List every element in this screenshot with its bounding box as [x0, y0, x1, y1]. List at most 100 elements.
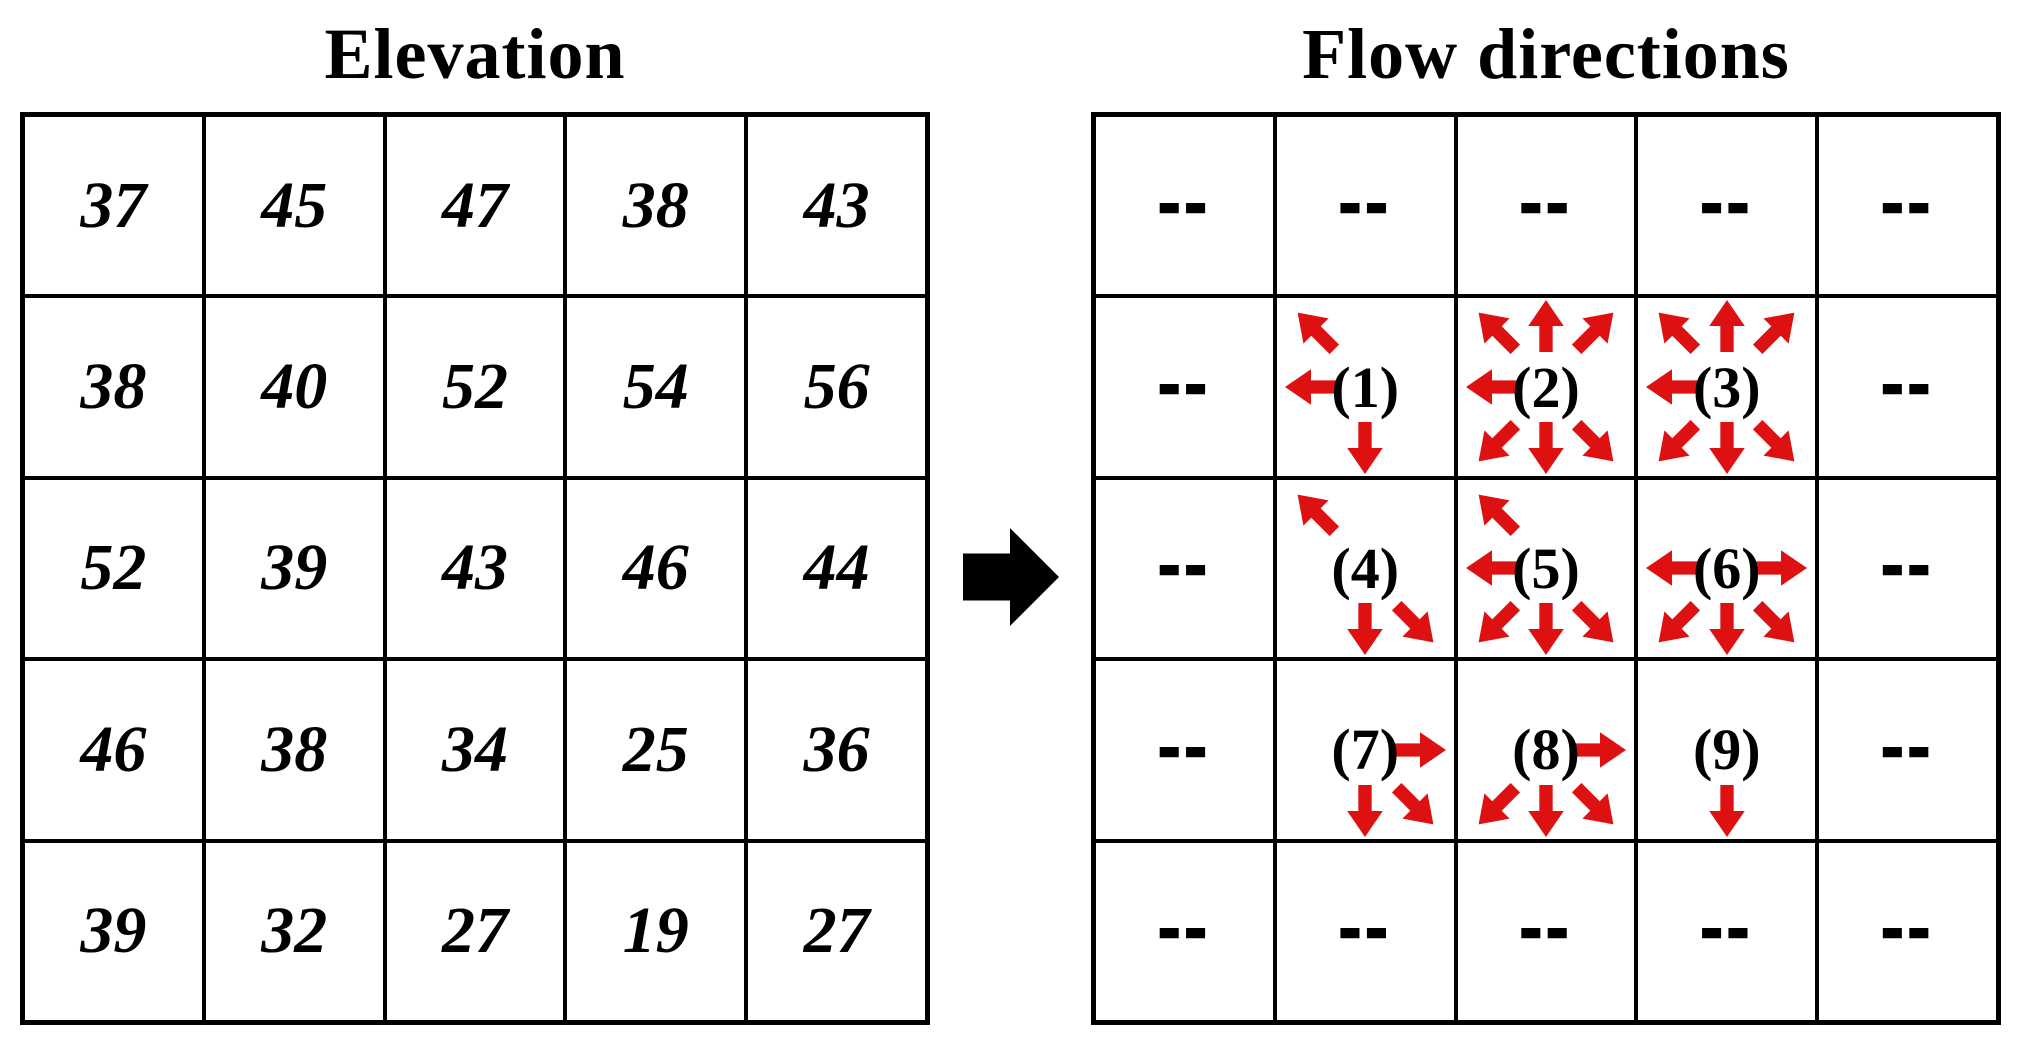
flow-cell-r4c1: -- [1096, 661, 1273, 839]
flow-cell-r2c3: (2) [1457, 298, 1635, 476]
elevation-value: 19 [622, 894, 689, 968]
flow-cell-r5c4: -- [1638, 842, 1816, 1020]
no-data-marker: -- [1699, 899, 1754, 963]
elevation-cell-r2c4: 54 [567, 298, 745, 476]
elevation-cell-r3c5: 44 [748, 479, 925, 658]
flow-cell-r1c1: -- [1096, 117, 1273, 295]
flow-cell-r3c2: (4) [1276, 479, 1454, 658]
flow-cell-r2c5: -- [1819, 298, 1996, 476]
flow-arrow-nw-icon [1283, 299, 1348, 364]
elevation-value: 56 [803, 350, 870, 424]
flow-cell-label: (9) [1692, 717, 1761, 783]
flow-arrow-sw-icon [1645, 592, 1710, 657]
elevation-cell-r4c5: 36 [748, 661, 925, 839]
elevation-value: 37 [80, 168, 147, 242]
elevation-cell-r4c4: 25 [567, 661, 745, 839]
flow-cell-label: (6) [1692, 535, 1761, 601]
flow-cell-r3c5: -- [1819, 479, 1996, 658]
flow-cell-r5c3: -- [1457, 842, 1635, 1020]
flow-arrow-s-icon [1345, 603, 1385, 656]
no-data-marker: -- [1880, 355, 1934, 419]
elevation-value: 43 [803, 168, 870, 242]
no-data-marker: -- [1518, 173, 1573, 237]
flow-cell-label: (7) [1331, 717, 1400, 783]
flow-arrow-se-icon [1382, 592, 1447, 657]
flow-arrow-s-icon [1707, 421, 1747, 474]
no-data-marker: -- [1157, 355, 1211, 419]
flow-arrow-se-icon [1563, 592, 1628, 657]
flow-arrow-se-icon [1382, 773, 1447, 838]
flow-cell-r3c4: (6) [1638, 479, 1816, 658]
flow-arrow-w-icon [1465, 548, 1518, 588]
elevation-value: 44 [803, 531, 870, 605]
flow-arrow-s-icon [1707, 784, 1747, 837]
right-block-arrow-icon [963, 528, 1059, 626]
elevation-cell-r4c2: 38 [205, 661, 383, 839]
elevation-value: 25 [622, 712, 689, 786]
flow-arrow-s-icon [1526, 784, 1566, 837]
flow-cell-r4c5: -- [1819, 661, 1996, 839]
flow-arrow-w-icon [1465, 367, 1518, 407]
flow-cell-r1c3: -- [1457, 117, 1635, 295]
no-data-marker: -- [1338, 173, 1392, 237]
elevation-cell-r3c3: 43 [386, 479, 564, 658]
flow-arrow-n-icon [1526, 300, 1566, 353]
flow-cell-r5c2: -- [1276, 842, 1454, 1020]
no-data-marker: -- [1699, 173, 1754, 237]
flow-arrow-e-icon [1393, 730, 1446, 770]
flow-arrow-sw-icon [1464, 592, 1529, 657]
flow-cell-label: (5) [1512, 535, 1580, 601]
no-data-marker: -- [1880, 173, 1934, 237]
flow-arrow-nw-icon [1645, 299, 1710, 364]
elevation-cell-r1c4: 38 [567, 117, 745, 295]
flow-cell-label: (8) [1512, 717, 1580, 783]
flow-arrow-w-icon [1646, 367, 1699, 407]
flow-cell-r2c4: (3) [1638, 298, 1816, 476]
flow-cell-r1c2: -- [1276, 117, 1454, 295]
flow-arrow-se-icon [1563, 773, 1628, 838]
flow-arrow-e-icon [1574, 730, 1627, 770]
flow-arrow-s-icon [1526, 421, 1566, 474]
no-data-marker: -- [1157, 536, 1211, 600]
flow-arrow-se-icon [1563, 410, 1628, 475]
flow-arrow-w-icon [1646, 548, 1699, 588]
elevation-value: 52 [441, 350, 508, 424]
flow-cell-r2c2: (1) [1276, 298, 1454, 476]
flow-cell-r3c3: (5) [1457, 479, 1635, 658]
elevation-cell-r5c5: 27 [748, 842, 925, 1020]
flow-arrow-nw-icon [1464, 480, 1529, 545]
flow-arrow-s-icon [1526, 603, 1566, 656]
elevation-title: Elevation [324, 14, 626, 94]
flow-arrow-nw-icon [1283, 480, 1348, 545]
flow-directions-title: Flow directions [1302, 14, 1790, 94]
elevation-value: 46 [622, 531, 689, 605]
elevation-cell-r5c2: 32 [205, 842, 383, 1020]
flow-cell-r4c2: (7) [1276, 661, 1454, 839]
flow-cell-r4c3: (8) [1457, 661, 1635, 839]
elevation-value: 39 [80, 894, 147, 968]
elevation-cell-r3c4: 46 [567, 479, 745, 658]
flow-arrow-ne-icon [1563, 299, 1628, 364]
elevation-cell-r2c3: 52 [386, 298, 564, 476]
flow-arrow-e-icon [1755, 548, 1808, 588]
flow-cell-r2c1: -- [1096, 298, 1273, 476]
elevation-cell-r4c1: 46 [25, 661, 202, 839]
flow-arrow-se-icon [1744, 592, 1809, 657]
elevation-value: 54 [622, 350, 689, 424]
flow-arrow-sw-icon [1464, 410, 1529, 475]
no-data-marker: -- [1880, 536, 1934, 600]
elevation-cell-r5c3: 27 [386, 842, 564, 1020]
no-data-marker: -- [1518, 899, 1573, 963]
elevation-value: 36 [803, 712, 870, 786]
no-data-marker: -- [1157, 717, 1211, 781]
elevation-cell-r3c2: 39 [205, 479, 383, 658]
elevation-cell-r1c2: 45 [205, 117, 383, 295]
flow-cell-r5c5: -- [1819, 842, 1996, 1020]
elevation-cell-r5c4: 19 [567, 842, 745, 1020]
flow-cell-r1c4: -- [1638, 117, 1816, 295]
elevation-value: 38 [80, 350, 147, 424]
flow-cell-r5c1: -- [1096, 842, 1273, 1020]
elevation-cell-r3c1: 52 [25, 479, 202, 658]
elevation-value: 38 [261, 712, 328, 786]
no-data-marker: -- [1880, 899, 1934, 963]
